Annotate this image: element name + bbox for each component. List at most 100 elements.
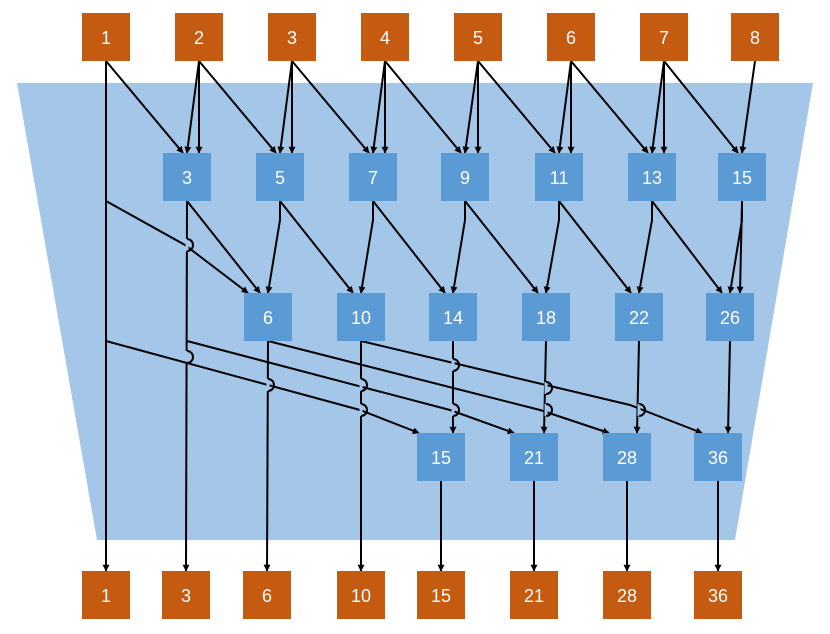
wire-input-4-down [370, 60, 386, 154]
adder-network-region [17, 83, 813, 540]
stage2-box-6-shape [706, 293, 754, 341]
stage2-box-1: 6 [244, 293, 292, 341]
stage1-box-1: 3 [163, 153, 211, 201]
stage3-box-4-label: 36 [708, 448, 728, 468]
stage2-box-3: 14 [429, 293, 477, 341]
hop-22 [638, 403, 646, 417]
wire-s1-2-down [265, 201, 281, 294]
wire-input-7-diag [663, 60, 739, 154]
wire-s1-6-diag [651, 200, 723, 294]
stage2-box-3-label: 14 [443, 308, 463, 328]
stage2-box-5-label: 22 [629, 308, 649, 328]
wire-s1-3-down [358, 201, 374, 294]
stage1-box-5-label: 11 [550, 168, 569, 188]
stage1-box-7-shape [718, 153, 766, 201]
input-box-5: 5 [454, 13, 502, 61]
stage2-box-1-label: 6 [263, 308, 273, 328]
input-box-1-label: 1 [101, 28, 111, 48]
stage2-box-4-label: 18 [536, 308, 556, 328]
wire-22-to-28 [633, 340, 641, 434]
wire-s1-5-diag [558, 200, 632, 294]
wire-s1-7-vert [736, 200, 744, 294]
output-box-5-label: 15 [431, 586, 451, 606]
wire-input-1-diag [105, 60, 184, 154]
hop-14-b-gap [451, 404, 455, 416]
stage1-box-2-label: 5 [275, 168, 285, 188]
wire-input-6-down [556, 60, 572, 154]
wire-input-3-diag [291, 60, 370, 154]
stage1-box-7-label: 15 [732, 168, 752, 188]
output-box-3: 6 [243, 571, 291, 619]
output-box-7-label: 28 [617, 586, 637, 606]
stage3-box-1-shape [417, 433, 465, 481]
wire-input-7-down [649, 60, 665, 154]
hop-3-b-gap [185, 351, 189, 363]
wire-1-to-6 [105, 200, 249, 294]
stage1-box-4-shape [441, 153, 489, 201]
output-box-7: 28 [603, 571, 651, 619]
wire-6-to-output [263, 340, 271, 572]
stage1-box-4: 9 [441, 153, 489, 201]
wire-3-to-output [182, 200, 190, 572]
stage1-box-3-shape [349, 153, 397, 201]
input-box-3: 3 [268, 13, 316, 61]
stage2-box-4: 18 [522, 293, 570, 341]
input-box-7-label: 7 [659, 28, 669, 48]
input-box-7-shape [640, 13, 688, 61]
stage2-box-6-label: 26 [720, 308, 740, 328]
hop-18-a-gap [544, 382, 548, 394]
hop-10-b [360, 403, 368, 417]
output-box-5-shape [417, 571, 465, 619]
input-box-2: 2 [175, 13, 223, 61]
wire-10-to-36 [360, 340, 703, 434]
stage1-box-3-label: 7 [368, 168, 378, 188]
wire-input-8-down [739, 60, 756, 154]
hop-22-gap [637, 404, 641, 416]
hop-6 [267, 378, 275, 392]
output-box-6-shape [510, 571, 558, 619]
wire-26-to-36 [724, 340, 732, 434]
input-box-2-label: 2 [194, 28, 204, 48]
output-box-7-shape [603, 571, 651, 619]
input-box-7: 7 [640, 13, 688, 61]
output-box-1: 1 [82, 571, 130, 619]
output-box-6-label: 21 [524, 586, 544, 606]
input-box-4-shape [361, 13, 409, 61]
output-box-8-shape [694, 571, 742, 619]
input-box-8: 8 [731, 13, 779, 61]
input-box-8-label: 8 [750, 28, 760, 48]
stage1-box-6-label: 13 [642, 168, 662, 188]
output-box-5: 15 [417, 571, 465, 619]
stage2-box-2-shape [337, 293, 385, 341]
stage3-box-3: 28 [603, 433, 651, 481]
input-box-3-shape [268, 13, 316, 61]
wire-input-5-diag [477, 60, 556, 154]
input-box-8-shape [731, 13, 779, 61]
stage3-box-4: 36 [694, 433, 742, 481]
stage2-box-4-shape [522, 293, 570, 341]
stage2-box-2-label: 10 [351, 308, 371, 328]
input-box-6-label: 6 [566, 28, 576, 48]
stage1-box-1-shape [163, 153, 211, 201]
input-box-3-label: 3 [287, 28, 297, 48]
stage2-box-2: 10 [337, 293, 385, 341]
stage1-box-4-label: 9 [460, 168, 470, 188]
wire-input-2-down [184, 60, 200, 154]
stage1-box-6: 13 [628, 153, 676, 201]
wire-s1-4-down [450, 201, 466, 294]
output-box-4-shape [337, 571, 385, 619]
hop-6-gap [266, 379, 270, 391]
stage1-box-7: 15 [718, 153, 766, 201]
hop-14-b [452, 403, 460, 417]
input-box-4-label: 4 [380, 28, 390, 48]
stage3-box-2-shape [510, 433, 558, 481]
wire-s1-2-diag [279, 200, 354, 294]
stage1-box-2: 5 [256, 153, 304, 201]
stage3-box-3-shape [603, 433, 651, 481]
stage3-box-2: 21 [510, 433, 558, 481]
stage1-box-6-shape [628, 153, 676, 201]
stage1-box-5: 11 [535, 153, 583, 201]
hop-3-a [186, 238, 194, 252]
wire-3-to-21 [186, 340, 515, 435]
